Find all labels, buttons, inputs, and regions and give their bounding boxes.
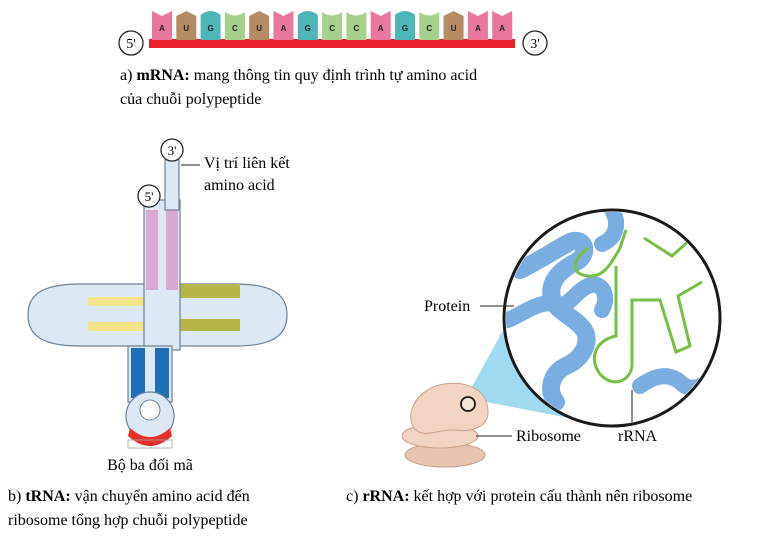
trna-t-stem-top (178, 284, 240, 298)
mrna-base-a (492, 11, 513, 40)
trna-anticodon-blue-left (131, 348, 145, 398)
mrna-base-letter: C (232, 24, 238, 33)
mrna-base-u (443, 11, 464, 40)
rrna-label: rRNA (618, 428, 658, 445)
mrna-base-letter: C (426, 24, 432, 33)
mrna-five-prime-marker (118, 30, 144, 56)
ribosome-illustration (401, 208, 722, 468)
trna-anticodon-codon (128, 428, 172, 446)
trna-anticodon-hole (139, 399, 161, 421)
mrna-base-c (419, 12, 440, 40)
mrna-base-u (176, 11, 197, 40)
mrna-base-letter: A (159, 24, 165, 33)
mrna-three-prime-label: 3' (530, 37, 540, 52)
rrna-line-3 (643, 236, 694, 258)
mrna-strand: A U G C U A G C C A G C U A A 5' 3' (118, 11, 548, 56)
mrna-base-letter: U (183, 24, 189, 33)
trna-anticodon-blue-right (155, 348, 169, 398)
ribosome-zoom-spot (460, 396, 476, 412)
mrna-base-u (249, 11, 270, 40)
trna-anticodon-label: Bộ ba đối mã (107, 457, 193, 474)
mrna-base-letter: U (451, 24, 457, 33)
mrna-base-a (273, 11, 294, 40)
trna-caption-line-2: ribosome tổng hợp chuỗi polypeptide (8, 512, 248, 529)
rrna-line-1 (573, 229, 628, 278)
mrna-base-g (395, 11, 415, 40)
rrna-line-2 (593, 266, 703, 384)
mrna-base-c (346, 12, 367, 40)
ribosome-large-subunit (410, 382, 489, 434)
trna-site-label-line-2: amino acid (204, 177, 275, 194)
trna-d-stem-bottom (88, 322, 146, 331)
trna-structure: 3' 5' (27, 138, 288, 449)
trna-acceptor-pink-left (146, 210, 158, 290)
mrna-base-letter: G (305, 24, 311, 33)
rrna-caption: c) rRNA: kết hợp với protein cấu thành n… (346, 488, 692, 505)
trna-three-prime-tail (164, 159, 180, 211)
mrna-caption-line-1: a) mRNA: mang thông tin quy định trình t… (120, 67, 477, 84)
mrna-caption-line-2: của chuỗi polypeptide (120, 91, 261, 108)
mrna-base-letter: A (378, 24, 384, 33)
trna-t-stem-bottom (178, 319, 240, 331)
trna-d-stem-top (88, 297, 146, 306)
mrna-base-letter: G (207, 24, 213, 33)
trna-d-arm (27, 283, 151, 347)
mrna-base-letter: A (475, 24, 481, 33)
protein-strand-3 (594, 212, 625, 252)
mrna-base-g (200, 11, 221, 40)
mrna-base-letter: C (354, 24, 360, 33)
ribosome-label: Ribosome (516, 428, 581, 445)
trna-anticodon-bracket (127, 439, 173, 449)
mrna-five-prime-label: 5' (126, 37, 136, 52)
trna-three-prime-label: 3' (168, 143, 177, 158)
mrna-base-letter: A (499, 24, 505, 33)
trna-three-prime-marker (160, 138, 184, 162)
mrna-base-g (297, 11, 318, 40)
trna-acceptor-pink-right (166, 210, 178, 290)
protein-label: Protein (424, 298, 470, 315)
trna-five-prime-label: 5' (145, 189, 154, 204)
mrna-three-prime-marker (522, 30, 548, 56)
mrna-base-a (467, 11, 488, 40)
mrna-base-a (152, 11, 172, 40)
mrna-backbone (149, 39, 515, 48)
mrna-base-c (322, 12, 343, 40)
trna-site-label-line-1: Vị trí liên kết (204, 155, 290, 172)
trna-five-prime-marker (137, 184, 161, 208)
mrna-base-a (370, 11, 391, 40)
mrna-base-c (224, 12, 245, 40)
protein-strand-2 (506, 276, 614, 328)
mrna-base-letter: C (329, 24, 335, 33)
trna-caption-line-1: b) tRNA: vận chuyển amino acid đến (8, 488, 250, 505)
mrna-base-letter: G (402, 24, 408, 33)
mrna-base-letter: U (256, 24, 262, 33)
mrna-base-letter: A (281, 24, 287, 33)
